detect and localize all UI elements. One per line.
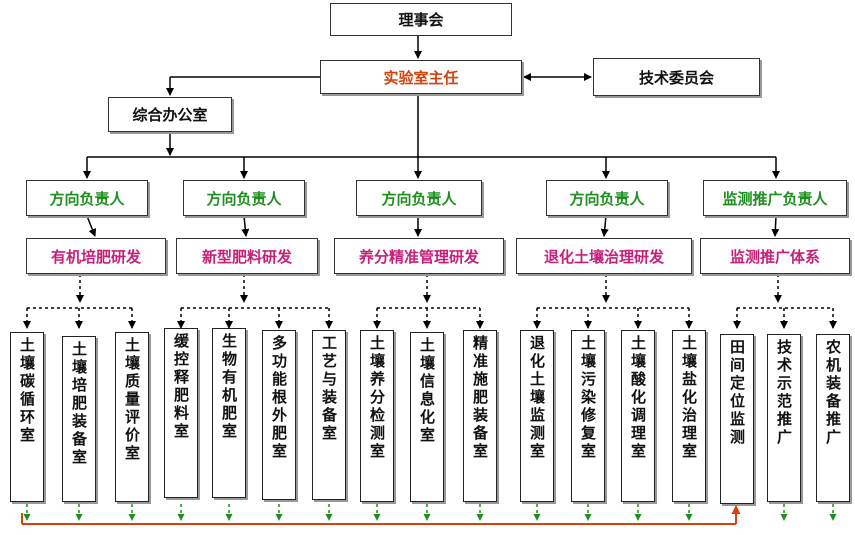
direction-leader-1: 方向负责人 (26, 180, 148, 216)
lab-soil-fertility-equipment: 土壤培肥装备室 (62, 336, 96, 502)
direction-leader-label: 方向负责人 (381, 189, 457, 208)
lab-label: 土壤碳循环室 (18, 337, 36, 445)
lab-soil-quality-evaluation: 土壤质量评价室 (115, 332, 149, 502)
lab-label: 土壤培肥装备室 (70, 341, 88, 467)
lab-soil-acidification: 土壤酸化调理室 (621, 330, 655, 502)
topic-label: 新型肥料研发 (201, 247, 292, 266)
direction-leader-label: 方向负责人 (206, 189, 282, 208)
direction-leader-3: 方向负责人 (356, 180, 482, 216)
lab-label: 田间定位监测 (728, 339, 746, 447)
lab-tech-demonstration: 技术示范推广 (767, 334, 801, 502)
lab-label: 土壤质量评价室 (123, 337, 141, 463)
arrow-leader-to-topic (86, 215, 97, 237)
lab-slow-release-fertilizer: 缓控释肥料室 (164, 328, 198, 498)
lab-soil-nutrient-testing: 土壤养分检测室 (360, 330, 394, 502)
topic-label: 退化土壤治理研发 (543, 247, 664, 266)
lab-machinery-extension: 农机装备推广 (816, 334, 850, 502)
direction-leader-label: 方向负责人 (569, 189, 645, 208)
lab-process-equipment: 工艺与装备室 (312, 330, 346, 500)
lab-label: 退化土壤监测室 (528, 335, 546, 461)
lab-label: 生物有机肥室 (220, 333, 238, 441)
monitoring-leader: 监测推广负责人 (703, 180, 847, 216)
lab-label: 土壤养分检测室 (368, 335, 386, 461)
topic-organic-fertility: 有机培肥研发 (26, 238, 166, 274)
direction-leader-2: 方向负责人 (183, 180, 305, 216)
lab-degraded-soil-monitoring: 退化土壤监测室 (520, 330, 554, 502)
lab-label: 技术示范推广 (775, 339, 793, 447)
lab-label: 工艺与装备室 (320, 335, 338, 443)
topic-new-fertilizer: 新型肥料研发 (176, 238, 318, 274)
topic-degraded-soil: 退化土壤治理研发 (516, 238, 692, 274)
lab-label: 精准施肥装备室 (471, 335, 489, 461)
topic-label: 监测推广体系 (729, 247, 820, 266)
topic-label: 有机培肥研发 (50, 247, 141, 266)
lab-label: 土壤信息化室 (418, 337, 436, 445)
tech-committee-label: 技术委员会 (638, 68, 714, 87)
lab-field-monitoring: 田间定位监测 (720, 334, 754, 504)
direction-leader-label: 方向负责人 (49, 189, 125, 208)
lab-label: 多功能根外肥室 (270, 335, 288, 461)
topic-monitoring-system: 监测推广体系 (700, 238, 850, 274)
lab-soil-informatization: 土壤信息化室 (410, 332, 444, 502)
lab-soil-carbon-cycle: 土壤碳循环室 (10, 332, 44, 502)
office-label: 综合办公室 (132, 106, 208, 124)
arrow-leader-to-topic (600, 215, 609, 237)
director-box: 实验室主任 (320, 60, 522, 94)
council-box: 理事会 (330, 3, 512, 36)
arrow-leader-to-topic (241, 215, 250, 237)
lab-foliar-fertilizer: 多功能根外肥室 (262, 330, 296, 500)
lab-label: 缓控释肥料室 (172, 333, 190, 441)
monitoring-leader-label: 监测推广负责人 (722, 189, 828, 208)
lab-precision-fertilization-equipment: 精准施肥装备室 (463, 330, 497, 502)
lab-label: 土壤污染修复室 (579, 335, 597, 461)
lab-soil-salinization: 土壤盐化治理室 (672, 330, 706, 502)
topic-label: 养分精准管理研发 (358, 247, 479, 266)
tech-committee-box: 技术委员会 (593, 58, 760, 96)
lab-label: 土壤酸化调理室 (629, 335, 647, 461)
director-label: 实验室主任 (383, 68, 459, 87)
office-box: 综合办公室 (108, 97, 232, 132)
topic-precision-nutrient: 养分精准管理研发 (334, 238, 504, 274)
lab-bio-organic-fertilizer: 生物有机肥室 (212, 328, 246, 498)
lab-soil-pollution-remediation: 土壤污染修复室 (571, 330, 605, 502)
direction-leader-4: 方向负责人 (546, 180, 668, 216)
lab-label: 农机装备推广 (824, 339, 842, 447)
council-label: 理事会 (398, 11, 444, 29)
arrow-leader-to-topic (771, 215, 780, 237)
lab-label: 土壤盐化治理室 (680, 335, 698, 461)
